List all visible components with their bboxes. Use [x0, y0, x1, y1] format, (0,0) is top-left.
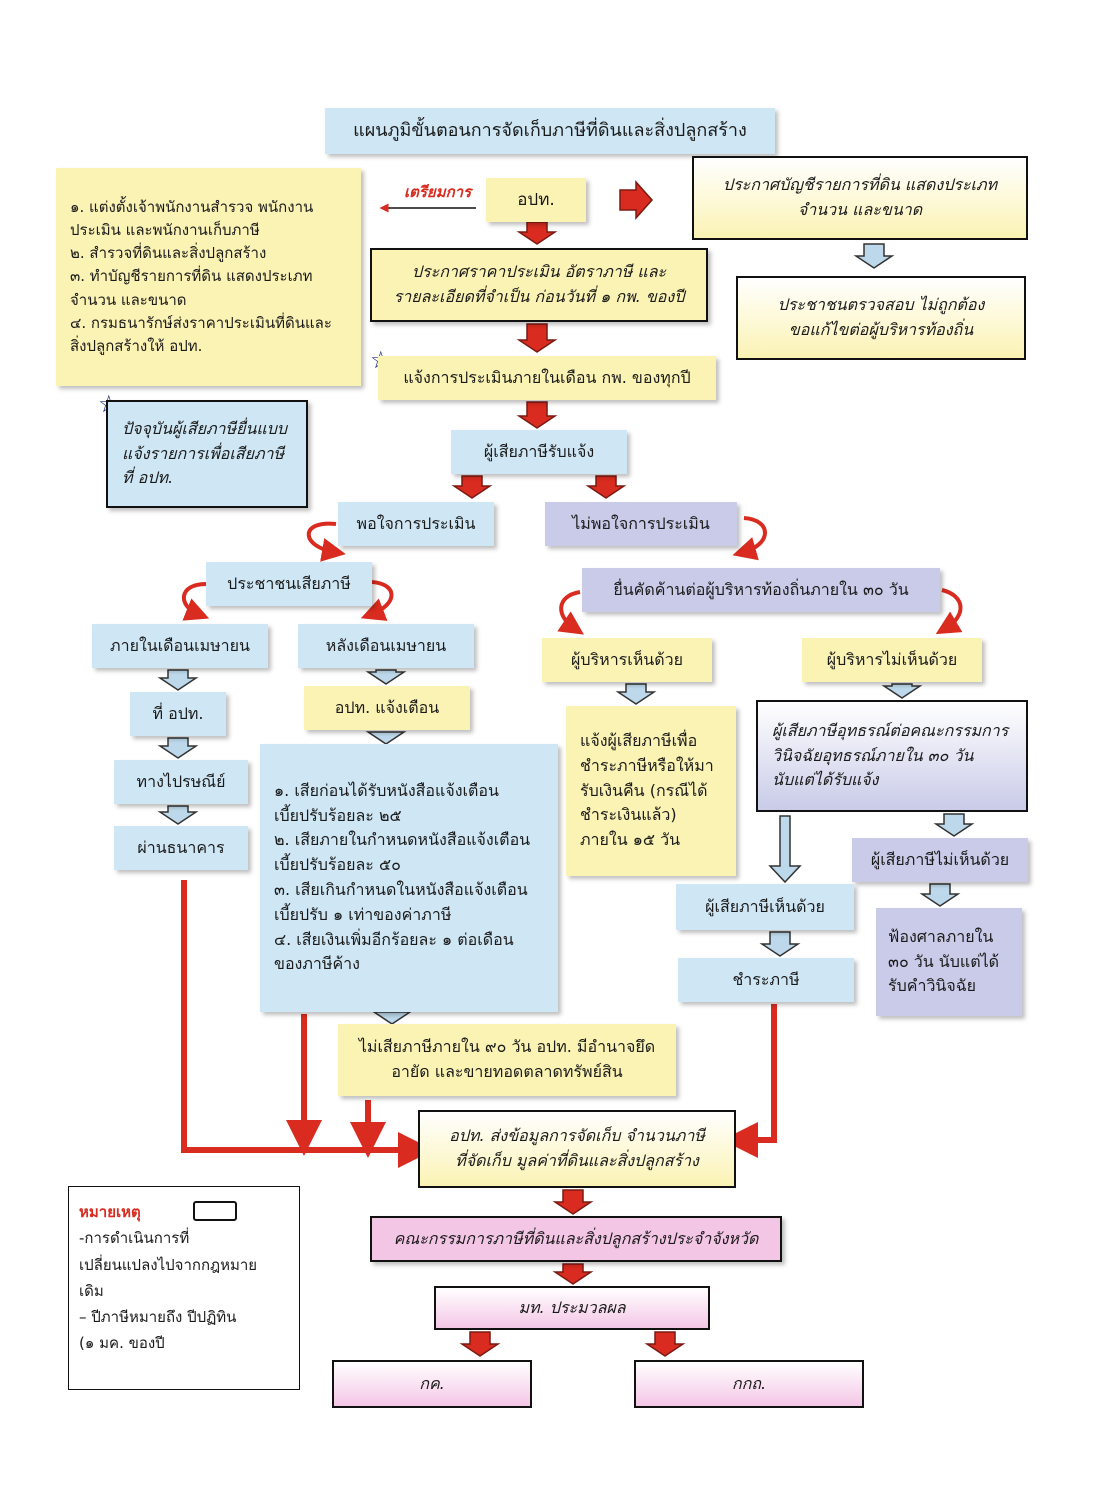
- red-right-arrow: [619, 180, 654, 220]
- curved-arrow: [557, 590, 584, 635]
- satisfied-box: พอใจการประเมิน: [338, 502, 494, 546]
- exec-disagree-box: ผู้บริหารไม่เห็นด้วย: [802, 638, 982, 682]
- curved-arrow: [360, 580, 394, 621]
- public-check-box: ประชาชนตรวจสอบ ไม่ถูกต้อง ขอแก้ไขต่อผู้บ…: [736, 276, 1026, 360]
- pay-tax-box: ชำระภาษี: [678, 958, 854, 1002]
- preparation-label: เตรียมการ: [404, 183, 472, 201]
- announce-price-box: ประกาศราคาประเมิน อัตราภาษี และ รายละเอี…: [370, 248, 708, 322]
- red-flow-line: [722, 1004, 777, 1158]
- sue-court-box: ฟ้องศาลภายใน ๓๐ วัน นับแต่ได้ รับคำวินิจ…: [876, 908, 1022, 1016]
- light-down-arrow: [919, 883, 961, 907]
- legend-text: -การดำเนินการที่ เปลี่ยนแปลงไปจากกฎหมาย …: [79, 1229, 258, 1353]
- preparation-steps-box: ๑. แต่งตั้งเจ้าพนักงานสำรวจ พนักงาน ประเ…: [56, 168, 361, 386]
- after-april-box: หลังเดือนเมษายน: [298, 624, 474, 668]
- light-down-arrow: [759, 931, 801, 957]
- light-down-arrow: [365, 731, 407, 745]
- opt-node: อปท.: [486, 178, 586, 222]
- taxpayer-disagree-box: ผู้เสียภาษีไม่เห็นด้วย: [852, 838, 1028, 882]
- opt-warn-box: อปท. แจ้งเตือน: [304, 686, 470, 730]
- current-practice-note: ปัจจุบันผู้เสียภาษียื่นแบบ แจ้งรายการเพื…: [106, 400, 308, 508]
- red-down-arrow: [516, 221, 558, 245]
- red-down-arrow: [644, 1331, 686, 1357]
- public-pay-box: ประชาชนเสียภาษี: [206, 562, 372, 606]
- notify-february-box: แจ้งการประเมินภายในเดือน กพ. ของทุกปี: [378, 356, 716, 400]
- via-bank-box: ผ่านธนาคาร: [114, 826, 248, 870]
- light-down-arrow: [157, 669, 199, 691]
- light-long-arrow: [768, 815, 802, 884]
- red-down-arrow: [459, 1331, 501, 1357]
- exec-agree-box: ผู้บริหารเห็นด้วย: [542, 638, 712, 682]
- light-down-arrow: [853, 243, 895, 269]
- red-down-arrow: [516, 401, 558, 429]
- light-down-arrow: [157, 737, 199, 759]
- moi-process-box: มท. ประมวลผล: [434, 1286, 710, 1330]
- light-down-arrow: [371, 1011, 413, 1025]
- light-down-arrow: [933, 813, 975, 837]
- red-down-arrow: [552, 1263, 594, 1285]
- red-down-arrow: [552, 1189, 594, 1215]
- legend-swatch: [193, 1201, 237, 1221]
- at-opt-box: ที่ อปท.: [130, 692, 226, 736]
- kkth-box: กกถ.: [634, 1360, 864, 1408]
- curved-arrow: [732, 516, 767, 561]
- red-down-arrow: [585, 475, 627, 499]
- legend-box: หมายเหตุ -การดำเนินการที่ เปลี่ยนแปลงไปจ…: [68, 1186, 300, 1390]
- seize-property-box: ไม่เสียภาษีภายใน ๙๐ วัน อปท. มีอำนาจยึด …: [338, 1024, 676, 1096]
- within-april-box: ภายในเดือนเมษายน: [92, 624, 268, 668]
- page-title: แผนภูมิขั้นตอนการจัดเก็บภาษีที่ดินและสิ่…: [325, 108, 775, 154]
- taxpayer-notified-box: ผู้เสียภาษีรับแจ้ง: [451, 430, 627, 474]
- curved-arrow: [935, 588, 963, 635]
- curved-arrow: [306, 521, 346, 562]
- light-down-arrow: [881, 683, 923, 699]
- announce-land-list-box: ประกาศบัญชีรายการที่ดิน แสดงประเภท จำนวน…: [692, 156, 1028, 240]
- unsatisfied-box: ไม่พอใจการประเมิน: [545, 502, 737, 546]
- legend-title: หมายเหตุ: [79, 1203, 141, 1221]
- kk-box: กค.: [332, 1360, 532, 1408]
- taxpayer-agree-box: ผู้เสียภาษีเห็นด้วย: [676, 884, 854, 930]
- light-down-arrow: [615, 683, 657, 705]
- curved-arrow: [181, 582, 210, 621]
- provincial-committee-box: คณะกรรมการภาษีที่ดินและสิ่งปลูกสร้างประจ…: [370, 1216, 782, 1262]
- send-data-box: อปท. ส่งข้อมูลการจัดเก็บ จำนวนภาษี ที่จั…: [418, 1110, 736, 1188]
- object-box: ยื่นคัดค้านต่อผู้บริหารท้องถิ่นภายใน ๓๐ …: [582, 568, 940, 612]
- penalty-list-box: ๑. เสียก่อนได้รับหนังสือแจ้งเตือน เบี้ยป…: [260, 744, 558, 1012]
- by-post-box: ทางไปรษณีย์: [114, 760, 248, 804]
- appeal-box: ผู้เสียภาษีอุทธรณ์ต่อคณะกรรมการ วินิจฉัย…: [756, 700, 1028, 812]
- red-down-arrow: [451, 475, 493, 499]
- light-down-arrow: [365, 669, 407, 685]
- refund-box: แจ้งผู้เสียภาษีเพื่อ ชำระภาษีหรือให้มา ร…: [566, 706, 736, 876]
- red-down-arrow: [516, 323, 558, 353]
- light-down-arrow: [157, 805, 199, 825]
